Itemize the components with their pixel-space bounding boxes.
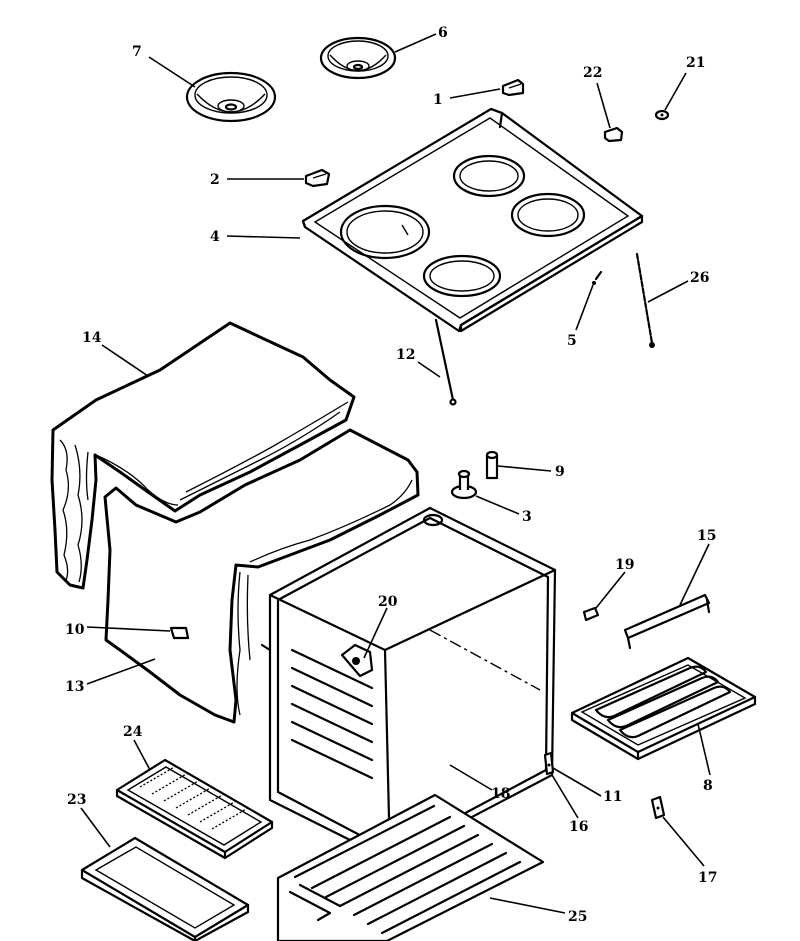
callout-9: 9 [555, 464, 565, 480]
broil-pan-insert-24 [115, 758, 274, 860]
drip-bowl-6 [319, 36, 397, 80]
clip-part-22 [603, 126, 624, 143]
callout-13: 13 [65, 679, 84, 695]
clip-part-1 [501, 78, 525, 97]
oven-cavity-18 [260, 506, 557, 862]
callout-22: 22 [583, 65, 602, 81]
broil-pan-23 [80, 836, 250, 941]
heating-element-8 [570, 656, 757, 761]
bracket-part-17 [650, 795, 666, 820]
callout-10: 10 [65, 622, 85, 638]
callout-24: 24 [123, 724, 143, 740]
drip-bowl-7 [185, 71, 277, 123]
callout-4: 4 [210, 229, 220, 245]
callout-26: 26 [690, 270, 709, 286]
callout-2: 2 [210, 172, 220, 188]
callout-16: 16 [569, 819, 588, 835]
fitting-part-3 [450, 469, 478, 500]
callout-19: 19 [615, 557, 634, 573]
callout-7: 7 [132, 44, 142, 60]
support-rod-12 [434, 318, 457, 406]
bracket-part-11 [543, 751, 555, 776]
support-rod-26 [635, 252, 655, 348]
side-body-13 [103, 428, 420, 724]
clip-part-19 [582, 606, 600, 622]
callout-6: 6 [438, 25, 448, 41]
callout-25: 25 [568, 909, 587, 925]
callout-20: 20 [378, 594, 398, 610]
cooktop-part-4 [301, 107, 644, 333]
callout-5: 5 [567, 333, 577, 349]
rack-support-15 [623, 593, 711, 650]
clip-part-10 [169, 626, 190, 640]
callout-labels: 7 6 1 22 21 2 4 26 5 12 14 9 3 10 13 20 … [65, 25, 717, 925]
screw-part-5 [592, 270, 603, 285]
callout-8: 8 [703, 778, 713, 794]
callout-3: 3 [522, 509, 532, 525]
callout-15: 15 [697, 528, 716, 544]
callout-11: 11 [603, 789, 622, 805]
callout-12: 12 [396, 347, 415, 363]
callout-14: 14 [82, 330, 102, 346]
callout-1: 1 [433, 92, 443, 108]
callout-21: 21 [686, 55, 705, 71]
nut-part-21 [654, 109, 670, 121]
sleeve-part-9 [485, 450, 499, 480]
top-insulation-14 [50, 321, 356, 590]
leader-lines [80, 33, 711, 914]
clip-part-2 [304, 168, 331, 188]
callout-18: 18 [491, 786, 510, 802]
callout-23: 23 [67, 792, 86, 808]
callout-17: 17 [698, 870, 717, 886]
oven-rack-25 [276, 793, 545, 941]
